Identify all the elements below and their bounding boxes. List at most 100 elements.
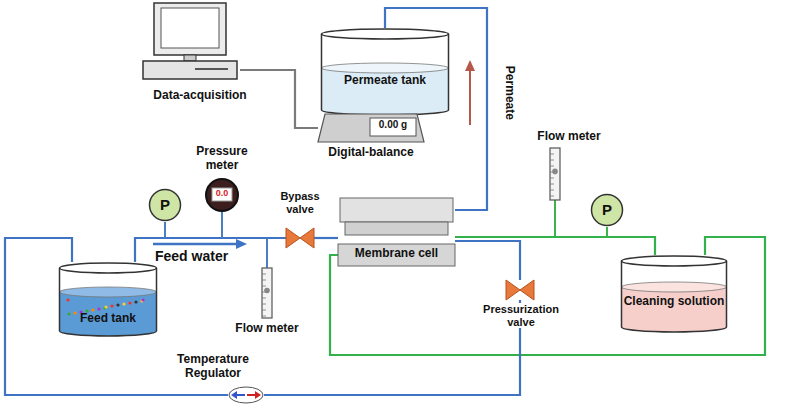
flow-meter-part <box>550 190 554 191</box>
bypass-valve-part <box>286 228 300 248</box>
pipe-line <box>240 70 318 128</box>
node-label: Data-acquisition <box>140 89 260 103</box>
flow-meter-part <box>552 169 558 175</box>
cleaning-tank: Cleaning solution <box>620 255 728 333</box>
cleaning-tank-part <box>622 287 727 332</box>
temperature-regulator-part <box>231 391 237 399</box>
pipe-line <box>455 241 520 280</box>
flow-meter-part <box>262 310 266 311</box>
feed-tank-part <box>73 311 76 314</box>
pressure-meter-part <box>212 188 232 201</box>
permeate-tank-part <box>322 29 449 39</box>
feed-tank-part <box>97 307 100 310</box>
feed-tank-part <box>66 298 69 301</box>
computer-icon-part <box>154 3 226 55</box>
pressurization-valve: Pressurization valve <box>506 280 534 300</box>
feed-tank-part <box>67 312 70 315</box>
gauge-stem <box>606 227 608 237</box>
flow-meter-part <box>262 274 266 275</box>
computer-icon-part <box>161 8 219 48</box>
computer-icon-part <box>195 68 228 70</box>
bypass-valve-shape <box>286 228 314 248</box>
bypass-valve-part <box>300 228 314 248</box>
feed-tank-part <box>128 301 131 304</box>
feed-arrow <box>153 243 238 246</box>
computer-icon-part <box>143 61 237 79</box>
flow-stem <box>554 200 556 237</box>
permeate-tank: Permeate tank <box>320 28 450 116</box>
membrane-cell-part <box>340 198 453 222</box>
valve-label: Pressurization valve <box>468 303 574 328</box>
bypass-valve: Bypass valve <box>286 228 314 248</box>
pipe-line <box>455 237 655 255</box>
pipe-line <box>330 237 765 355</box>
feed-tank-part <box>60 263 157 273</box>
pressurization-valve-part <box>506 280 520 300</box>
flow-meter-part <box>550 148 560 200</box>
flow-meter-part <box>550 184 554 185</box>
feed-tank-part <box>60 287 157 297</box>
node-label: Pressure meter <box>180 145 264 173</box>
computer-icon-shape <box>140 2 240 82</box>
flow-meter-part <box>550 160 554 161</box>
temperature-regulator: Temperature Regulator <box>228 386 264 404</box>
feed-tank-part <box>140 299 143 302</box>
digital-balance-part <box>318 114 424 142</box>
cleaning-tank-shape <box>620 255 728 333</box>
flow-meter-part <box>262 298 266 299</box>
feed-tank-part <box>110 304 113 307</box>
node-label: Flow meter <box>227 322 307 336</box>
flow-meter-part <box>262 280 266 281</box>
gauge-letter: P <box>590 201 624 218</box>
flow-label: Permeate <box>502 58 516 128</box>
pressurization-valve-shape <box>506 280 534 300</box>
temperature-regulator-part <box>255 391 261 399</box>
pressure-gauge: P <box>590 193 624 227</box>
tank-label: Cleaning solution <box>620 295 728 309</box>
permeate-arrow-head <box>465 60 475 71</box>
feed-tank-part <box>134 300 137 303</box>
feed-tank-part <box>104 305 107 308</box>
flow-meter: Flow meter <box>549 148 561 200</box>
digital-balance-shape <box>318 114 424 142</box>
cell-label: Membrane cell <box>338 247 455 261</box>
feed-tank-part <box>103 306 106 309</box>
computer-icon-part <box>184 55 196 61</box>
flow-stem <box>266 238 268 268</box>
flow-meter-shape <box>261 268 273 318</box>
pressure-meter: Pressure meter0.0 <box>205 178 239 212</box>
computer-icon: Data-acquisition <box>140 2 240 82</box>
feed-arrow-head <box>236 239 247 249</box>
valve-label: Bypass valve <box>270 190 330 215</box>
pressurization-valve-part <box>520 280 534 300</box>
tank-label: Permeate tank <box>320 74 450 88</box>
flow-meter-part <box>262 304 266 305</box>
permeate-tank-part <box>322 63 449 73</box>
flow-meter-part <box>262 316 266 317</box>
flow-meter-part <box>550 166 554 167</box>
feed-tank-part <box>116 303 119 306</box>
permeate-tank-shape <box>320 28 450 116</box>
flow-meter-part <box>550 154 554 155</box>
cleaning-tank-part <box>622 256 727 266</box>
gauge-letter: P <box>148 196 182 213</box>
flow-label: Feed water <box>155 248 255 264</box>
flow-meter-part <box>550 178 554 179</box>
flow-meter: Flow meter <box>261 268 273 318</box>
flow-meter-shape <box>549 148 561 200</box>
pressure-meter-part <box>206 179 238 211</box>
gauge-stem <box>221 210 223 238</box>
tank-label: Feed tank <box>58 312 158 326</box>
cleaning-tank-part <box>622 282 727 292</box>
node-label: Digital-balance <box>308 146 434 160</box>
feed-tank-part <box>60 268 157 336</box>
feed-tank-part <box>141 298 144 301</box>
feed-tank-shape <box>58 262 158 337</box>
digital-balance: 0.00 gDigital-balance <box>318 114 424 142</box>
membrane-cell-part <box>345 222 448 235</box>
pipe-line <box>314 237 338 239</box>
node-label: Temperature Regulator <box>168 353 258 381</box>
feed-tank: Feed tank <box>58 262 158 337</box>
feed-tank-part <box>122 302 125 305</box>
